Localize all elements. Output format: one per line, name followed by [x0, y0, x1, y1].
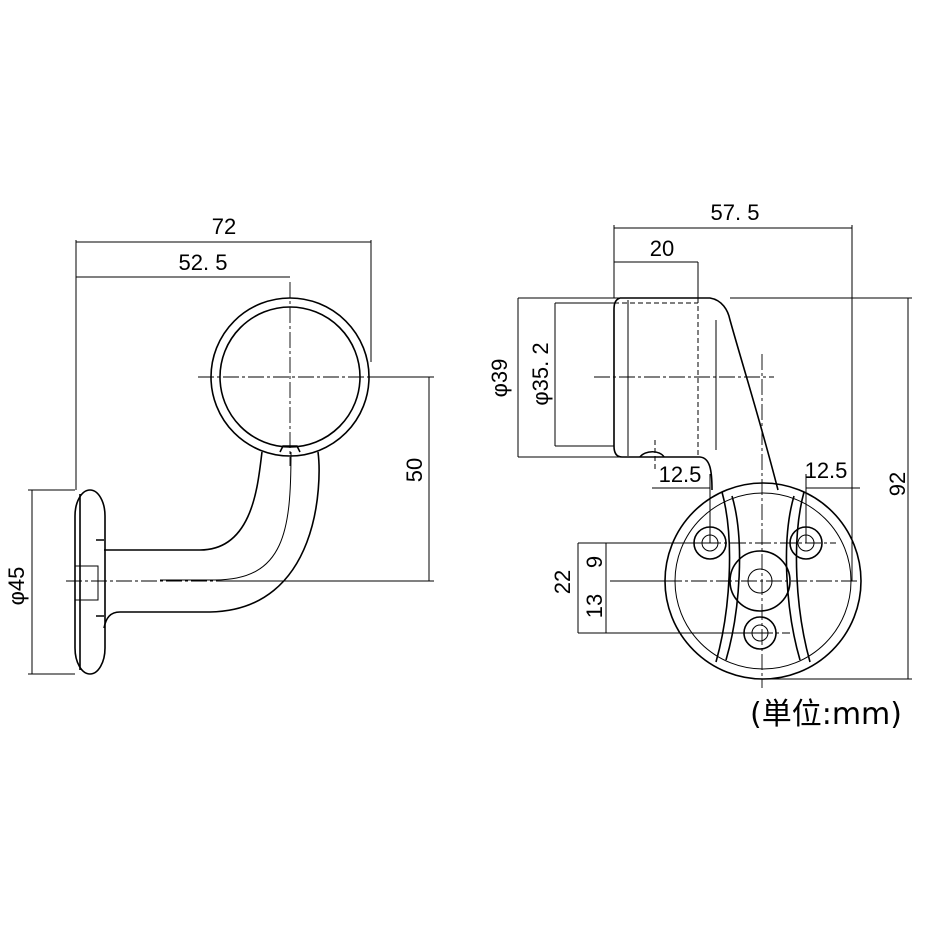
- sleeve-inner-edge: [627, 300, 717, 456]
- flange-body: [74, 489, 106, 675]
- flange-rib-left: [715, 491, 741, 663]
- dim-hole-offset-left-label: 12.5: [659, 462, 702, 487]
- dim-lines-left: [28, 240, 434, 675]
- dim-vertical-9-label: 9: [582, 556, 607, 568]
- dim-sleeve-length-label: 20: [650, 236, 674, 261]
- dim-lines-right: [517, 225, 912, 680]
- dim-overall-width-label: 72: [212, 214, 236, 239]
- dim-inner-diameter-label: φ35. 2: [528, 342, 553, 405]
- arm-body: [103, 451, 320, 629]
- dim-vertical-offset-label: 50: [402, 458, 427, 482]
- sleeve-tail: [639, 450, 665, 458]
- dim-flange-diameter-label: φ45: [4, 567, 29, 606]
- flange-rib-right: [785, 491, 811, 663]
- dim-hole-offset-right-label: 12.5: [805, 458, 848, 483]
- dim-vertical-13-label: 13: [582, 594, 607, 618]
- arm-center-curve: [160, 451, 292, 581]
- dim-center-offset-label: 52. 5: [179, 250, 228, 275]
- flange-screw: [75, 565, 99, 601]
- flange-neck: [79, 494, 104, 670]
- unit-note: (単位:mm): [750, 697, 902, 732]
- dim-overall-depth-label: 57. 5: [711, 200, 760, 225]
- dim-outer-diameter-label: φ39: [487, 359, 512, 398]
- left-view: 72 52. 5 50 φ45: [4, 214, 434, 675]
- sleeve-outline: [613, 297, 779, 491]
- dim-vertical-22-label: 22: [550, 570, 575, 594]
- sleeve-hidden-lines: [614, 297, 699, 470]
- dim-overall-height-label: 92: [885, 472, 910, 496]
- right-view: 57. 5 20 φ39 φ35. 2 12.5 12.5 92 22 9 13: [487, 200, 912, 688]
